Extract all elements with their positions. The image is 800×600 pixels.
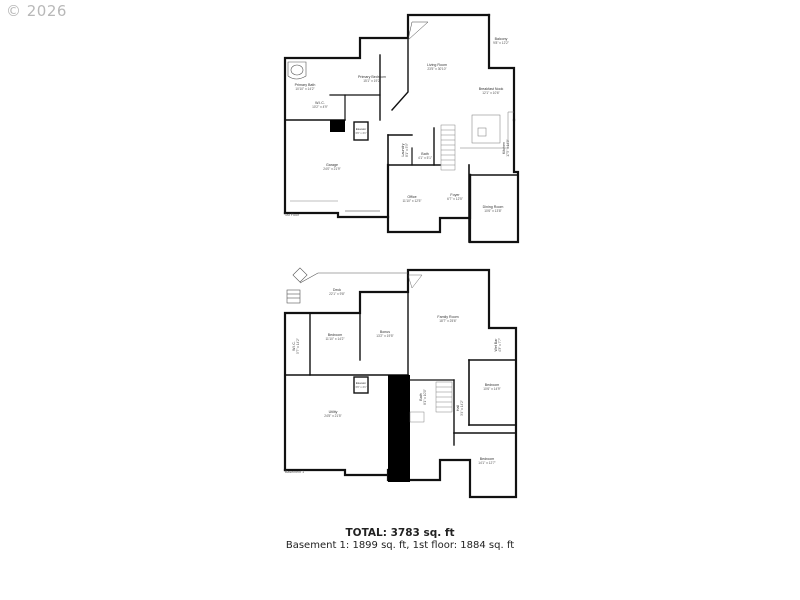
room-label: Primary Bath (295, 83, 316, 87)
room-label: Primary Bedroom (358, 75, 386, 79)
room-label: Breakfast Nook (479, 87, 504, 91)
room-dims: 8'1" x 10'0" (423, 389, 427, 405)
room-label: Foyer (450, 193, 460, 197)
room-dims: 10'6" x 14'9" (483, 387, 500, 391)
room-label: Deck (333, 288, 341, 292)
room-label: Bedroom (485, 383, 500, 387)
room-label: Balcony (495, 37, 508, 41)
room-label: Wet Bar (494, 338, 498, 352)
room-label: Dining Room (483, 205, 504, 209)
basement-labels: Deck 22'1" x 9'8" W.I.C. 5'7" x 14'2" Be… (285, 288, 502, 474)
room-label: Garage (326, 163, 338, 167)
deck (286, 267, 408, 304)
room-label: Bedroom (328, 333, 343, 337)
room-label: Bedroom (480, 457, 495, 461)
bathtub (287, 61, 307, 80)
room-label: Living Room (427, 63, 447, 67)
room-dims: 6'7" x 12'5" (447, 197, 463, 201)
room-dims: 24'0" x 21'9" (323, 167, 340, 171)
room-label: Office (407, 195, 416, 199)
first-floor-stairs (440, 124, 456, 171)
first-floor-plan (283, 13, 520, 244)
room-dims: 14'1" x 12'7" (478, 461, 495, 465)
room-label: W.I.C. (292, 341, 296, 351)
floor-name: 1st Floor (285, 213, 300, 217)
room-dims: 13'2" x 19'5" (376, 334, 393, 338)
room-dims: 5'7" x 14'2" (296, 338, 300, 354)
room-dims: 10'2" x 4'9" (312, 105, 328, 109)
basement-plan (283, 268, 518, 499)
room-dims: 18'7" x 25'6" (439, 319, 456, 323)
room-dims: 3'4" x 14'2" (460, 400, 464, 416)
floor-plan: Primary Bath 10'10" x 14'2" W.I.C. 10'2"… (283, 13, 520, 499)
room-dims: 11'10" x 12'5" (402, 199, 421, 203)
room-dims: 15'1" x 19'2" (363, 79, 380, 83)
basement-stairs (407, 274, 453, 423)
room-dims: 3'9" x 4'1" (355, 131, 366, 135)
room-label: Bath (421, 152, 428, 156)
room-dims: 11'10" x 14'2" (325, 337, 344, 341)
total-area: TOTAL: 3783 sq. ft (345, 527, 455, 539)
room-label: Laundry (401, 143, 405, 156)
room-dims: 4'1" x 5'1" (418, 156, 432, 160)
room-dims: 9'8" x 12'2" (493, 41, 509, 45)
first-floor-labels: Primary Bath 10'10" x 14'2" W.I.C. 10'2"… (285, 37, 510, 217)
room-dims: 23'5" x 30'10" (427, 67, 446, 71)
kitchen-fixtures (407, 21, 514, 149)
room-dims: 17'5" x 14'9" (506, 139, 510, 156)
copyright-watermark: © 2026 (6, 2, 67, 20)
room-dims: 24'5" x 21'5" (324, 414, 341, 418)
room-label: Bath (419, 393, 423, 400)
floor-name: Basement 1 (285, 470, 304, 474)
room-label: Hall (456, 405, 460, 411)
room-label: Family Room (437, 315, 458, 319)
room-label: Bonus (380, 330, 390, 334)
room-label: W.I.C. (315, 101, 325, 105)
room-dims: 12'1" x 10'6" (482, 91, 499, 95)
room-dims: 3'9" x 4'1" (355, 385, 366, 389)
room-label: Utility (329, 410, 338, 414)
room-dims: 8'1" x 5'9" (405, 143, 409, 157)
room-label: Kitchen (502, 142, 506, 154)
room-label: Elevator (356, 381, 366, 385)
room-label: Elevator (356, 127, 366, 131)
room-dims: 4'3" x 7'7" (498, 338, 502, 352)
room-dims: 10'10" x 14'2" (295, 87, 314, 91)
room-dims: 22'1" x 9'8" (329, 292, 345, 296)
room-dims: 10'6" x 13'8" (484, 209, 501, 213)
area-breakdown: Basement 1: 1899 sq. ft, 1st floor: 1884… (285, 540, 515, 551)
